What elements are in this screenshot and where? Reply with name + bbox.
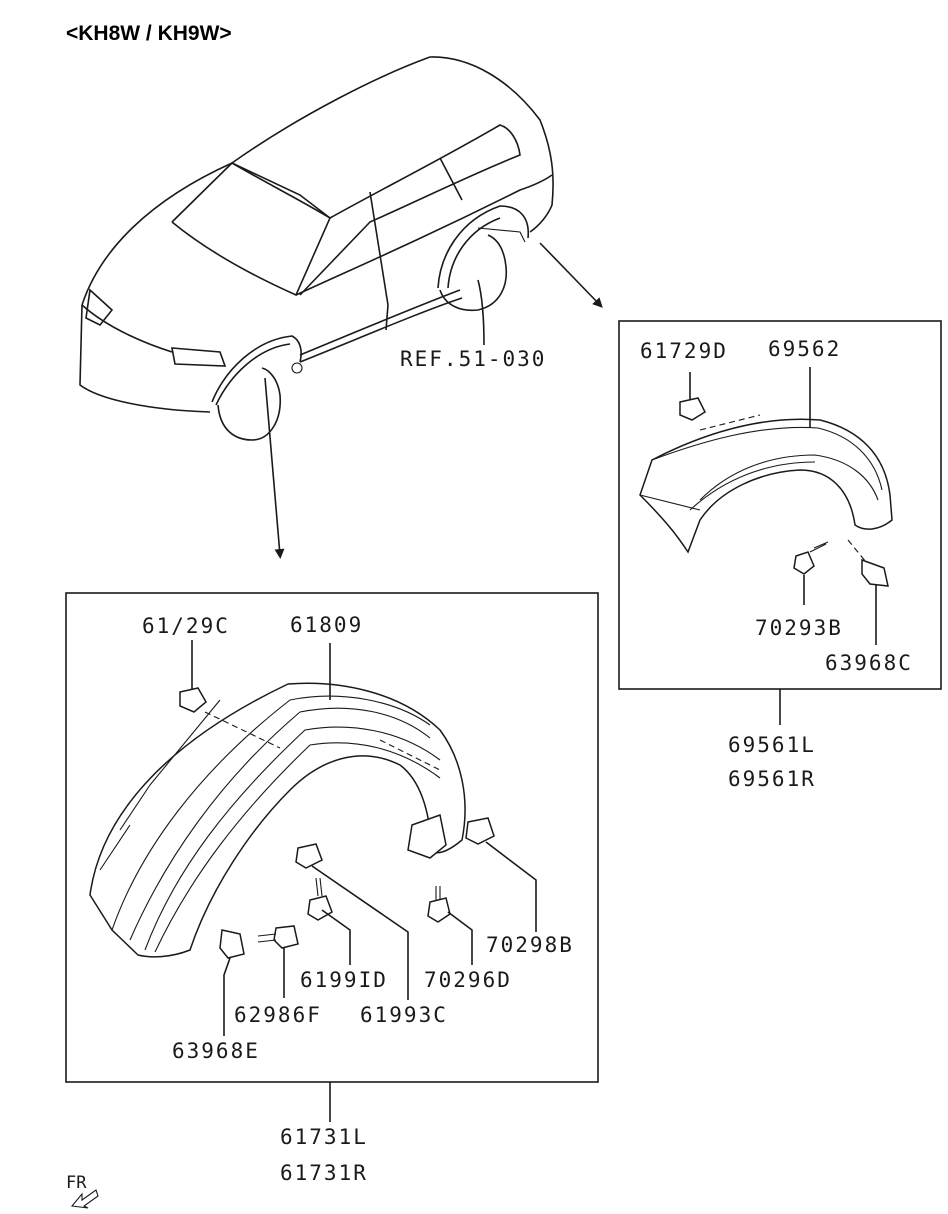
- screw-70296d-icon: [427, 897, 451, 923]
- clip-70298b-icon: [465, 817, 495, 845]
- front-arrow: [264, 377, 285, 559]
- label-69561l: 69561L: [728, 733, 816, 757]
- label-70296d: 70296D: [424, 968, 512, 992]
- bolt-62986f-icon: [273, 925, 299, 949]
- leader-61991d: [321, 909, 351, 965]
- label-63968e: 63968E: [172, 1039, 260, 1063]
- front-fender-flare: [89, 682, 495, 959]
- vehicle-illustration: [79, 56, 554, 441]
- label-70293b: 70293B: [755, 616, 843, 640]
- label-61991d: 6199ID: [300, 968, 388, 992]
- label-63968c: 63968C: [825, 651, 913, 675]
- label-70298b: 70298B: [486, 933, 574, 957]
- clip-61729d-icon: [679, 397, 706, 421]
- ref-leader: [477, 279, 485, 346]
- leader-61993c: [311, 865, 409, 1000]
- screw-70293b-icon: [793, 551, 815, 575]
- front-detail-box: [65, 592, 599, 1083]
- clip-61729c-icon: [179, 687, 207, 713]
- label-69562: 69562: [768, 337, 841, 361]
- front-indicator-label: FR: [66, 1173, 87, 1193]
- model-title: <KH8W / KH9W>: [66, 22, 232, 45]
- nut-61993c-icon: [295, 843, 323, 869]
- front-direction-icon: [70, 1189, 99, 1209]
- leader-70298b: [485, 841, 537, 932]
- leader-70296d: [447, 911, 473, 965]
- screw-61991d-icon: [307, 895, 333, 921]
- rear-fender-flare: [639, 397, 893, 587]
- label-61731r: 61731R: [280, 1161, 368, 1185]
- leader-63968e: [223, 957, 231, 1036]
- ref-label: REF.51-030: [400, 347, 546, 371]
- label-61729d: 61729D: [640, 339, 728, 363]
- label-69561r: 69561R: [728, 767, 816, 791]
- label-61731l: 61731L: [280, 1125, 368, 1149]
- rear-arrow: [539, 242, 603, 308]
- nut-63968c-icon: [861, 558, 889, 587]
- nut-63968e-icon: [219, 929, 245, 959]
- label-61993c: 61993C: [360, 1003, 448, 1027]
- label-61809: 61809: [290, 613, 363, 637]
- label-62986f: 62986F: [234, 1003, 322, 1027]
- label-61729c: 61/29C: [142, 614, 230, 638]
